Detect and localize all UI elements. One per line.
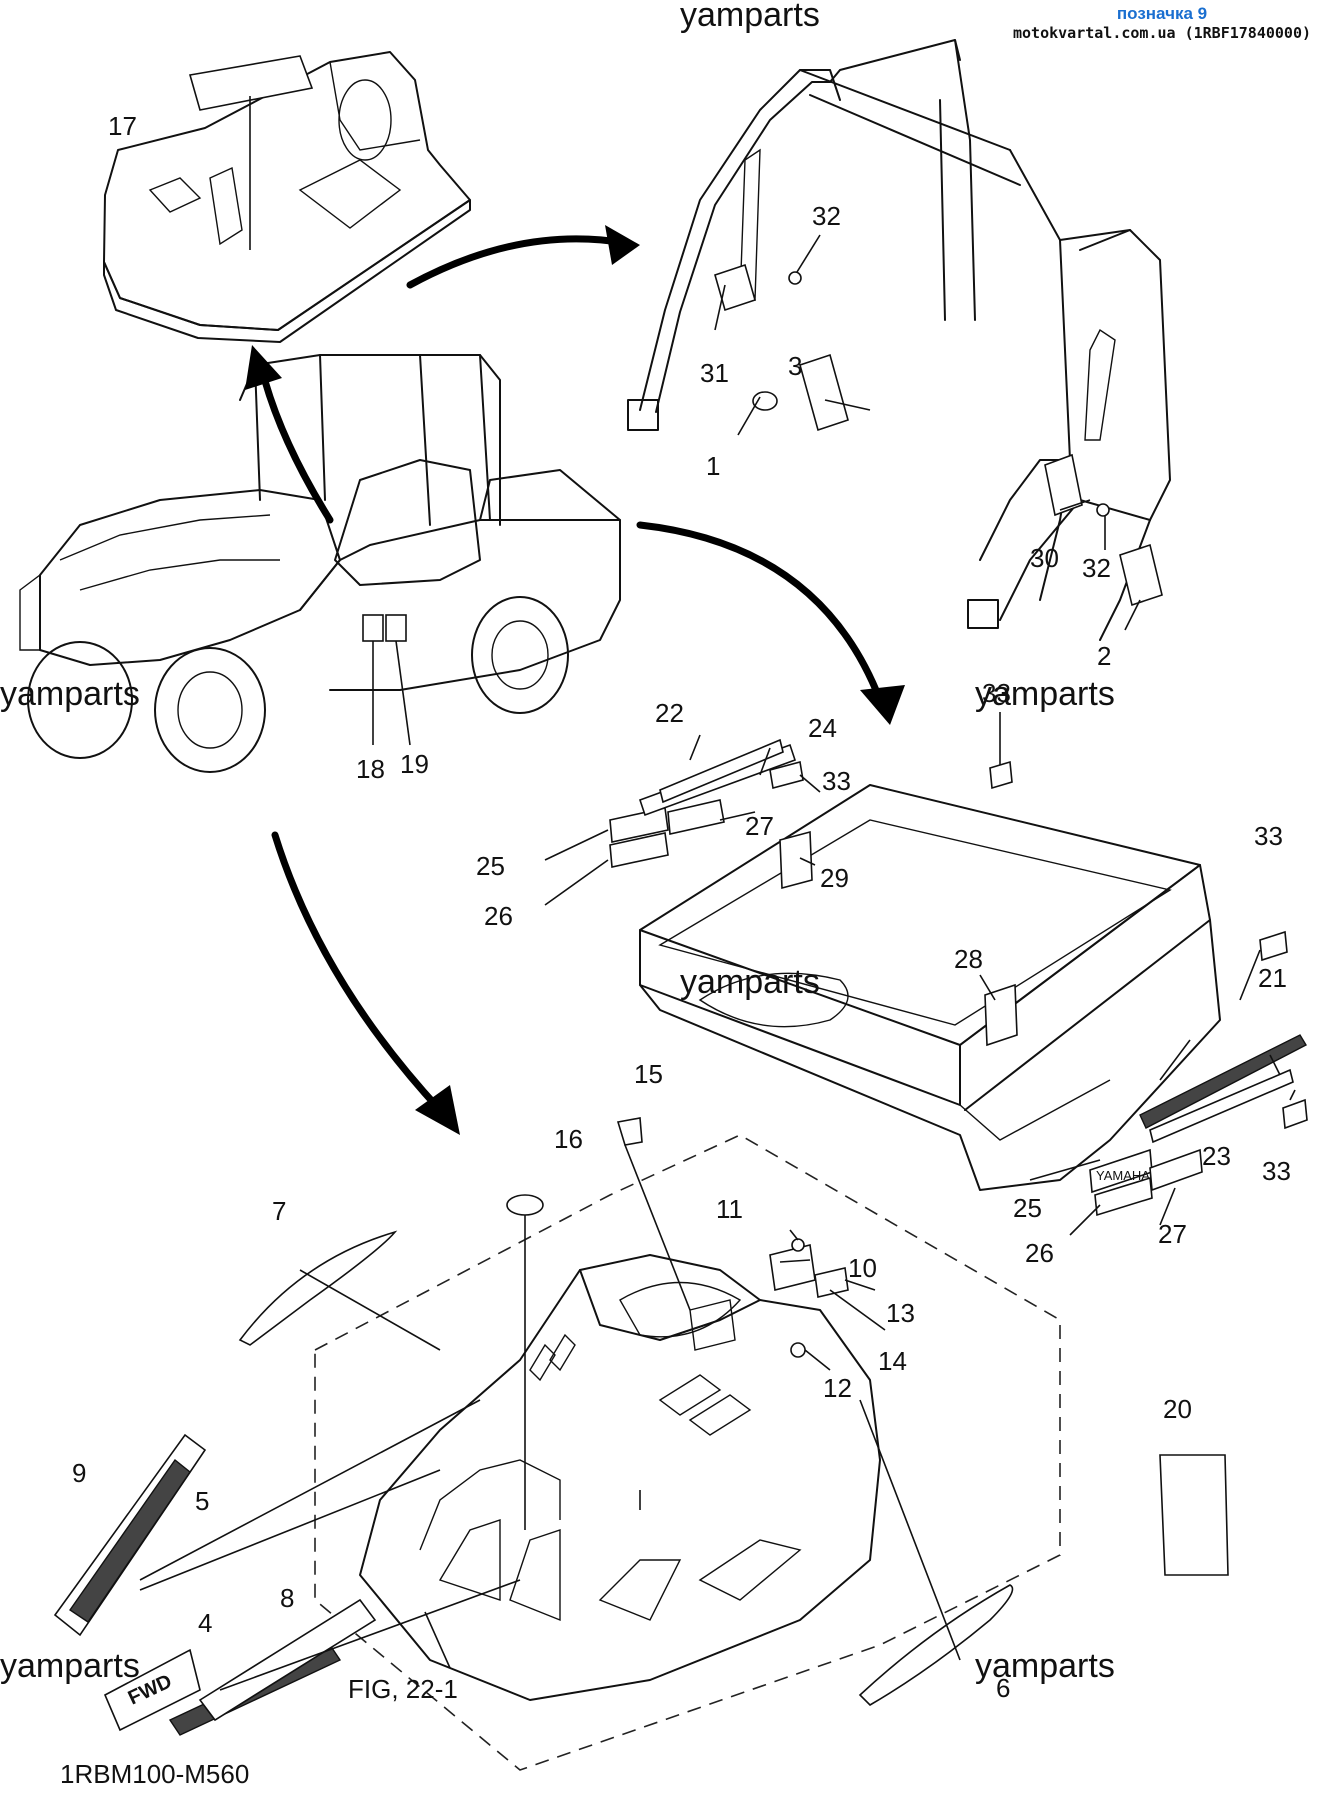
callout-5: 5	[195, 1486, 209, 1516]
callout-26-right: 26	[1025, 1238, 1054, 1268]
hood-decal-10	[769, 1244, 816, 1291]
page-header: позначка 9 motokvartal.com.ua (1RBF17840…	[1013, 4, 1311, 42]
callout-16: 16	[554, 1124, 583, 1154]
watermark-top: yamparts	[680, 0, 820, 34]
flow-arrows	[245, 225, 905, 1135]
callout-26-left: 26	[484, 901, 513, 931]
vehicle-overview	[19, 354, 621, 773]
callout-29: 29	[820, 863, 849, 893]
callout-33-right: 33	[1254, 821, 1283, 851]
callout-27-right: 27	[1158, 1219, 1187, 1249]
bed-decal-23	[1149, 1068, 1294, 1144]
callout-1: 1	[706, 451, 720, 481]
callout-31: 31	[700, 358, 729, 388]
rops-frame	[627, 39, 1171, 641]
bed-decal-33c	[1259, 930, 1288, 962]
callout-7: 7	[272, 1196, 286, 1226]
watermark-left: yamparts	[0, 675, 140, 713]
rops-clip-32b	[1096, 503, 1110, 517]
dash-panel	[103, 51, 471, 343]
rops-decal-1	[752, 391, 778, 411]
fwd-decal	[103, 1648, 201, 1732]
drawing-code: 1RBM100-M560	[60, 1759, 249, 1789]
callout-30: 30	[1030, 543, 1059, 573]
bed-decal-21	[1139, 1034, 1307, 1129]
callout-10: 10	[848, 1253, 877, 1283]
callout-12: 12	[823, 1373, 852, 1403]
callout-2: 2	[1097, 641, 1111, 671]
callout-33-top: 33	[982, 678, 1011, 708]
callout-27-left: 27	[745, 811, 774, 841]
hood-decal-8	[198, 1598, 377, 1722]
watermark-right: yamparts	[975, 675, 1115, 713]
dash-decal-17	[188, 55, 314, 111]
bed-decal-26a	[609, 832, 669, 868]
bed-decal-33b	[989, 760, 1013, 790]
bed-decal-27a	[667, 799, 725, 835]
bed-decal-29	[779, 830, 813, 890]
hood-emblem-15	[616, 1117, 643, 1146]
hood-decal-5	[69, 1458, 191, 1623]
callout-15: 15	[634, 1059, 663, 1089]
hood-decal-13	[814, 1267, 849, 1298]
callout-17: 17	[108, 111, 137, 141]
callout-4: 4	[198, 1608, 212, 1638]
callout-33-bottom: 33	[1262, 1156, 1291, 1186]
callout-3: 3	[788, 351, 802, 381]
callout-25-right: 25	[1013, 1193, 1042, 1223]
callout-28: 28	[954, 944, 983, 974]
hood-decal-20	[1159, 1454, 1229, 1576]
callout-13: 13	[886, 1298, 915, 1328]
bed-decal-24	[659, 738, 784, 804]
rops-decal-3	[799, 353, 849, 432]
callout-24: 24	[808, 713, 837, 743]
watermark-bottom-left: yamparts	[0, 1647, 140, 1685]
watermark-bottom-right: yamparts	[975, 1647, 1115, 1685]
callout-23: 23	[1202, 1141, 1231, 1171]
callout-33-mid: 33	[822, 766, 851, 796]
callout-11: 11	[716, 1194, 743, 1224]
callout-20: 20	[1163, 1394, 1192, 1424]
callout-22: 22	[655, 698, 684, 728]
rops-decal-2	[1119, 543, 1163, 607]
callout-21: 21	[1258, 963, 1287, 993]
header-title: позначка 9	[1116, 4, 1208, 23]
bed-decal-28	[984, 983, 1018, 1047]
callout-labels: 17 32 31 3 1 30 32 2 18 19 33 22 24 33 2…	[60, 111, 1291, 1789]
bed-decal-33a	[769, 761, 804, 789]
hood-stripe-6	[858, 1584, 1014, 1707]
callout-14: 14	[878, 1346, 907, 1376]
callout-18: 18	[356, 754, 385, 784]
brand-decal-text: YAMAHA	[1096, 1168, 1150, 1183]
bed-decal-27b	[1149, 1148, 1203, 1192]
bed-decal-33d	[1282, 1098, 1308, 1130]
hood-stripe-7	[238, 1230, 398, 1346]
hood-clip-11	[791, 1238, 805, 1252]
front-hood: FWD	[53, 1117, 1229, 1771]
figure-reference: FIG, 22-1	[348, 1674, 458, 1704]
header-source: motokvartal.com.ua (1RBF17840000)	[1012, 24, 1311, 42]
hood-emblem-16	[506, 1194, 544, 1216]
callout-8: 8	[280, 1583, 294, 1613]
callout-32-bottom: 32	[1082, 553, 1111, 583]
hood-grommet-12	[790, 1342, 806, 1358]
callout-9: 9	[72, 1458, 86, 1488]
rops-clip-32a	[788, 271, 802, 285]
callout-19: 19	[400, 749, 429, 779]
cargo-bed: YAMAHA	[544, 712, 1308, 1236]
callout-32-top: 32	[812, 201, 841, 231]
callout-6: 6	[996, 1673, 1010, 1703]
callout-25-left: 25	[476, 851, 505, 881]
rops-decal-30	[1044, 453, 1083, 517]
